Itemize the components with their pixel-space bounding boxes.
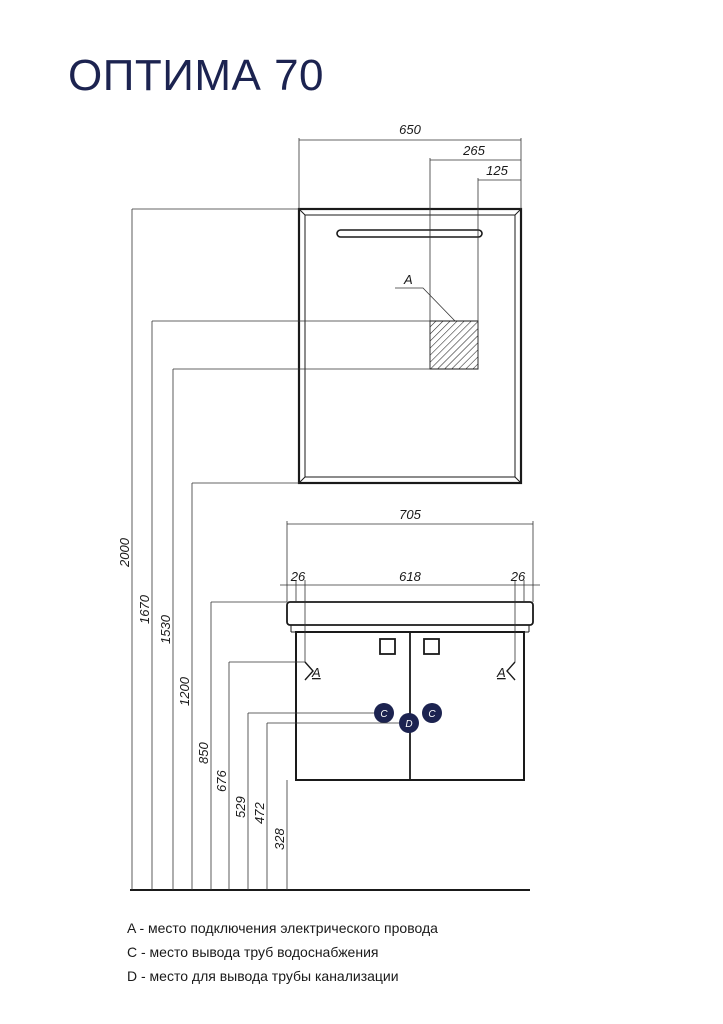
section-a-left-label: A	[311, 665, 321, 680]
water-outlet-right-marker	[422, 703, 442, 723]
marker-a-leader	[395, 287, 456, 322]
mirror-light-bar	[336, 229, 483, 238]
legend: A - место подключения электрического про…	[127, 917, 438, 989]
marker-d-label: D	[405, 719, 412, 730]
section-a-right-label: A	[496, 665, 506, 680]
cabinet-inner-label: 618	[399, 569, 421, 584]
legend-item-a: A - место подключения электрического про…	[127, 920, 438, 936]
height-1200-label: 1200	[177, 676, 192, 706]
height-676-label: 676	[214, 770, 229, 792]
height-850-label: 850	[196, 742, 211, 764]
drain-outlet-marker	[399, 713, 419, 733]
water-outlet-left-marker	[374, 703, 394, 723]
electrical-connection-zone	[429, 320, 479, 370]
legend-item-d: D - место для вывода трубы канализации	[127, 968, 399, 984]
mirror-inner-frame	[304, 214, 516, 478]
marker-c-right-label: C	[428, 709, 436, 720]
height-529-label: 529	[233, 796, 248, 818]
height-1530-label: 1530	[158, 614, 173, 644]
mirror-dimensions	[298, 138, 522, 369]
door-handle-left	[379, 638, 396, 655]
height-1670-label: 1670	[137, 594, 152, 624]
washbasin-top	[286, 601, 534, 626]
section-marker-left	[304, 661, 314, 681]
mirror-zone-width-label: 125	[486, 163, 508, 178]
cabinet-side-right-label: 26	[510, 569, 526, 584]
mirror-outer-frame	[297, 207, 523, 485]
marker-c-left-label: C	[380, 709, 388, 720]
marker-a-label: A	[403, 272, 413, 287]
cabinet-width-label: 705	[399, 507, 421, 522]
mirror-drawing	[297, 207, 523, 485]
mirror-offset-label: 265	[462, 143, 485, 158]
cabinet-drawing	[286, 601, 534, 781]
cabinet-dimensions	[280, 521, 540, 662]
height-dimensions	[131, 208, 430, 890]
height-328-label: 328	[272, 828, 287, 850]
cabinet-side-left-label: 26	[290, 569, 306, 584]
door-handle-right	[423, 638, 440, 655]
height-472-label: 472	[252, 802, 267, 824]
section-marker-right	[506, 661, 516, 681]
legend-item-c: C - место вывода труб водоснабжения	[127, 944, 379, 960]
mirror-width-label: 650	[399, 122, 421, 137]
height-2000-label: 2000	[117, 537, 132, 568]
page-title: ОПТИМА 70	[68, 51, 325, 100]
